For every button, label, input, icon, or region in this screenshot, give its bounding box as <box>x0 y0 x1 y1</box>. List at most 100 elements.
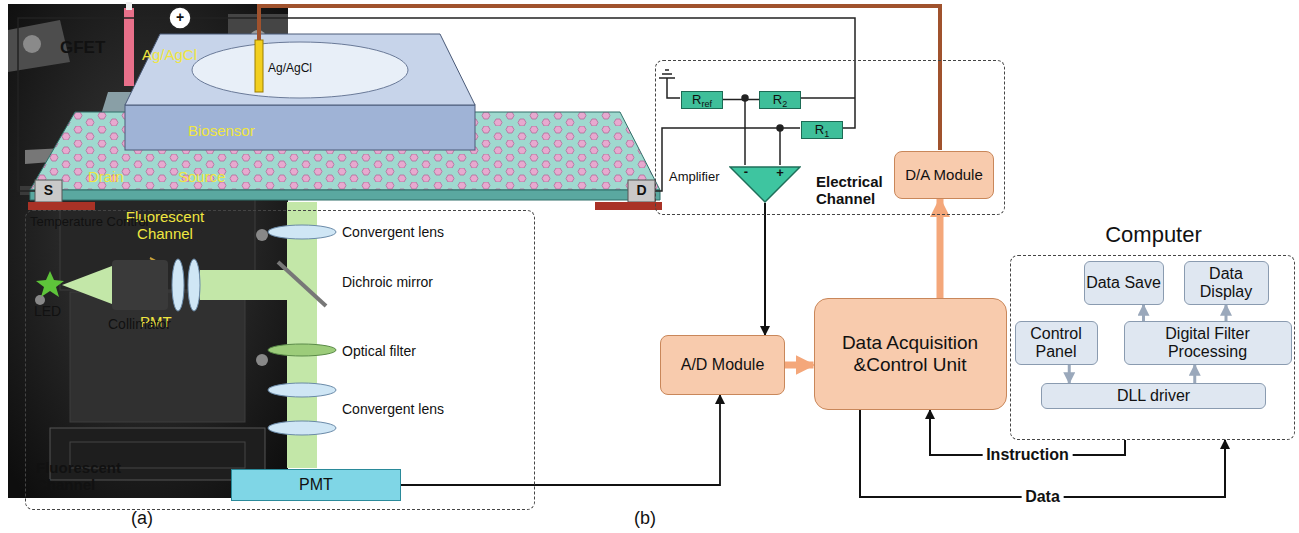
collimator-body <box>112 260 168 310</box>
ground-symbol <box>665 69 669 71</box>
amplifier-triangle <box>729 166 801 203</box>
connector <box>764 203 766 335</box>
polarity-sign: - <box>740 165 752 180</box>
node-label: Fluorescent Channel <box>36 459 131 494</box>
panel-letter: (a) <box>125 508 159 529</box>
source-pad <box>35 180 62 202</box>
control-unit-box: Data Acquisition &Control Unit <box>814 298 1007 410</box>
node-label: Data Acquisition &Control Unit <box>815 332 1006 376</box>
drain-pad <box>628 180 655 202</box>
reference-electrode <box>255 40 263 92</box>
screw <box>256 229 268 241</box>
node-label: Amplifier <box>669 170 727 185</box>
wire <box>800 97 855 99</box>
part-label: Convergent lens <box>342 401 444 417</box>
node-label: R2 <box>773 93 787 106</box>
node-label: Computer <box>1011 222 1296 247</box>
pmt-block <box>70 292 245 422</box>
resistor-box: R2 <box>759 91 801 109</box>
photo-label: Source <box>178 168 226 185</box>
node-label: D/A Module <box>905 166 983 183</box>
led-star <box>36 271 64 297</box>
connector <box>785 362 814 369</box>
node-label: PMT <box>299 476 333 494</box>
wire <box>744 98 746 165</box>
ground-symbol <box>659 77 675 79</box>
terminal-label: D <box>628 182 655 198</box>
resistor-box: Rref <box>681 91 723 109</box>
ground-symbol <box>662 73 672 75</box>
electrode-label: Ag/AgCl <box>268 62 312 76</box>
panel-letter: (b) <box>628 508 662 529</box>
node-label: Rref <box>692 93 712 106</box>
screw <box>256 354 268 366</box>
electrode <box>124 8 134 86</box>
subscript: 2 <box>782 99 787 109</box>
polarity-sign: + <box>172 9 188 25</box>
node-label: Digital Filter Processing <box>1125 325 1291 362</box>
lens <box>172 259 184 311</box>
optics <box>36 202 336 468</box>
solution-well <box>192 42 408 98</box>
part-label: Temperature Control <box>30 215 149 230</box>
module-box: A/D Module <box>660 335 785 395</box>
node-label: Data Save <box>1086 274 1161 292</box>
edge-label: Data <box>1021 488 1064 506</box>
software-box: Data Display <box>1184 261 1269 305</box>
connector <box>723 99 759 101</box>
gate-wire <box>259 6 940 150</box>
software-box: Digital Filter Processing <box>1124 321 1292 365</box>
subscript: 1 <box>824 129 829 139</box>
electrode-tip <box>126 2 132 10</box>
terminal-label: S <box>35 182 62 198</box>
chamber-front <box>125 105 475 150</box>
software-box: DLL driver <box>1041 383 1266 409</box>
voltage-source <box>169 7 191 29</box>
connector <box>401 395 720 485</box>
lens <box>268 383 336 397</box>
part-label: Collimator <box>108 316 171 332</box>
node-label: Electrical Channel <box>816 173 891 208</box>
connector <box>1142 305 1145 321</box>
photo-label: Ag/AgCl <box>142 46 197 63</box>
node-label: Control Panel <box>1016 325 1097 362</box>
dichroic-mirror <box>278 262 326 306</box>
connector <box>1225 305 1228 321</box>
wire <box>779 128 781 165</box>
lens <box>268 225 336 239</box>
detector-box: PMT <box>231 469 401 501</box>
software-box: Control Panel <box>1015 321 1098 365</box>
part-label: LED <box>34 303 61 319</box>
lens <box>188 259 200 311</box>
module-box: D/A Module <box>894 151 994 199</box>
junction-dot <box>777 125 783 131</box>
node-label: A/D Module <box>681 356 765 374</box>
channel-region: Fluorescent Channel PMT <box>25 210 535 510</box>
light-cone <box>62 266 112 304</box>
edge-label: Instruction <box>982 446 1073 464</box>
polarity-sign: + <box>774 166 786 181</box>
wire <box>18 18 169 191</box>
wire <box>667 78 680 98</box>
gfet-device <box>28 34 662 210</box>
amplifier-triangle <box>730 167 800 202</box>
light-beam <box>200 270 300 300</box>
node-label: DLL driver <box>1117 387 1190 405</box>
node-label: R1 <box>815 123 829 136</box>
part-label: Dichroic mirror <box>342 274 433 290</box>
connector <box>1193 365 1196 383</box>
connector <box>937 199 944 298</box>
resistor-box: R1 <box>801 121 843 139</box>
plate-edge <box>30 190 660 200</box>
software-box: Data Save <box>1084 261 1164 305</box>
part-label: Convergent lens <box>342 224 444 240</box>
lens <box>268 421 336 435</box>
photo-label: Drain <box>88 168 124 185</box>
photo-label: Biosensor <box>188 122 255 139</box>
device-title: GFET <box>60 38 105 58</box>
connector <box>860 410 1225 497</box>
node-label: Data Display <box>1185 265 1268 302</box>
screw <box>23 35 41 53</box>
channel-region: Electrical Channel Rref R2R1Amplifier D/A M… <box>655 60 1005 215</box>
